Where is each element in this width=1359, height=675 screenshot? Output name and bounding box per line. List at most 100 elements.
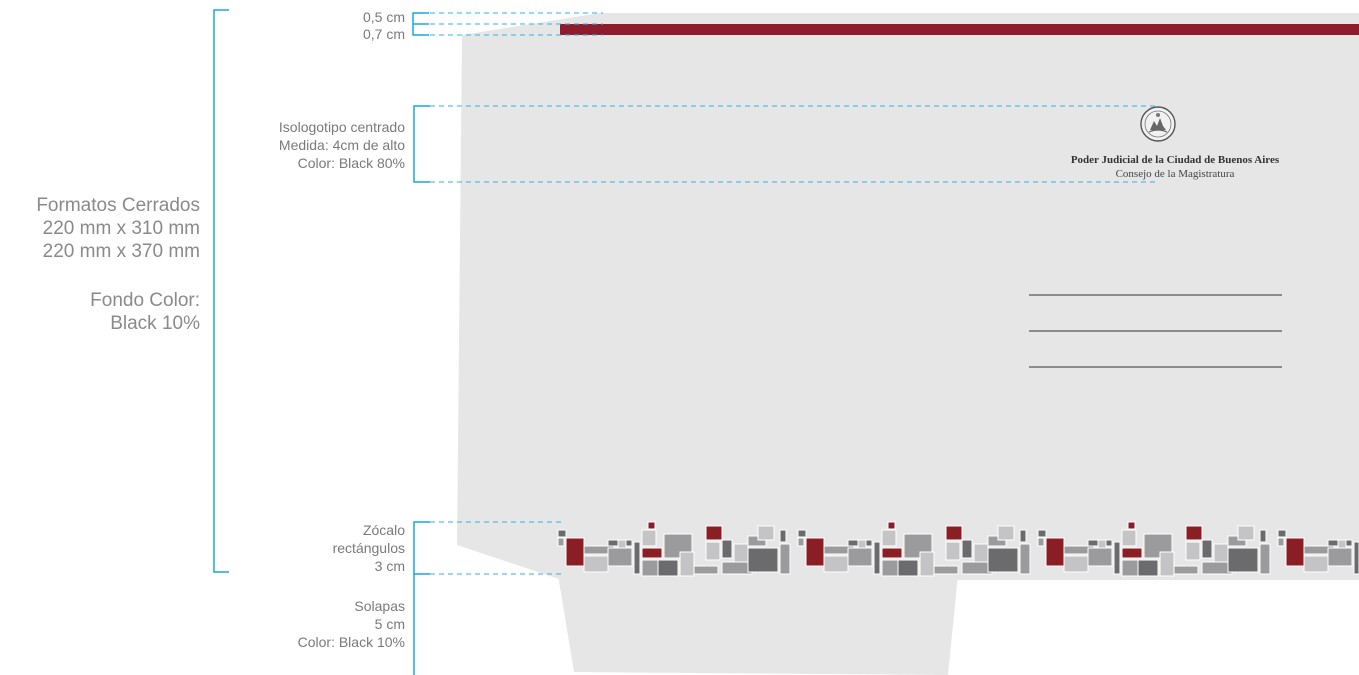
mosaic-tile [693,565,719,575]
city-seal-icon [1140,106,1176,142]
mosaic-tile [1127,521,1136,530]
mosaic-tile [1121,547,1143,559]
mosaic-tile [721,539,733,559]
mosaic-tile [705,525,723,541]
mosaic-tile [1285,537,1305,567]
formats-title: Formatos Cerrados [36,195,200,216]
logo-annotation-2: Medida: 4cm de alto [278,137,405,153]
logo-subtitle: Consejo de la Magistratura [1115,168,1235,180]
mosaic-tile [1259,543,1271,575]
format-2: 220 mm x 370 mm [42,241,200,262]
footer-annotation-1: Zócalo [362,522,405,538]
mosaic-tile [797,529,807,538]
mosaic-tile [1227,535,1247,547]
mosaic-tile [797,537,805,547]
mosaic-tile [657,559,679,577]
mosaic-tile [1227,547,1259,573]
mosaic-tile [1121,559,1139,577]
mosaic-tile [873,541,881,575]
mosaic-tile [987,547,1019,573]
mosaic-tile [1087,547,1113,567]
flaps-annotation-2: 5 cm [374,616,405,632]
folder-front [457,13,1359,580]
mosaic-tile [1159,551,1175,577]
mosaic-tile [1037,537,1045,547]
mosaic-tile [647,521,656,530]
mosaic-tile [1137,559,1159,577]
mosaic-tile [945,525,963,541]
mosaic-tile [1063,555,1089,573]
mosaic-tile [997,525,1015,541]
mosaic-tile [897,559,919,577]
mosaic-tile [679,551,695,577]
mosaic-tile [733,543,749,563]
mosaic-tile [607,547,633,567]
mosaic-tile [583,555,609,573]
mosaic-tile [887,521,896,530]
mosaic-tile [881,559,899,577]
mosaic-tile [1277,529,1287,538]
mosaic-tile [1327,547,1353,567]
footer-annotation-3: 3 cm [374,558,405,574]
mosaic-tile [823,555,849,573]
footer-mosaic [557,521,1359,577]
top-band [560,24,1359,35]
mosaic-tile [1045,537,1065,567]
margin-top-2: 0,7 cm [362,26,405,42]
mosaic-tile [987,535,1007,547]
mosaic-tile [1173,565,1199,575]
mosaic-tile [919,551,935,577]
mosaic-tile [1277,537,1285,547]
mosaic-tile [757,525,775,541]
mosaic-tile [557,537,565,547]
footer-bracket [413,521,430,575]
mosaic-tile [747,535,767,547]
footer-annotation-2: rectángulos [332,540,405,556]
mosaic-tile [641,559,659,577]
mosaic-tile [1185,525,1203,541]
mosaic-tile [565,537,585,567]
margin-top-1: 0,5 cm [362,9,405,25]
mosaic-tile [1237,525,1255,541]
format-1: 220 mm x 310 mm [42,218,200,239]
mosaic-tile [747,547,779,573]
mosaic-tile [847,547,873,567]
mosaic-tile [961,539,973,559]
mosaic-tile [881,547,903,559]
mosaic-tile [805,537,825,567]
mosaic-tile [641,547,663,559]
mosaic-tile [1213,543,1229,563]
mosaic-tile [1337,539,1347,549]
mosaic-tile [641,529,657,547]
mosaic-tile [1019,543,1031,575]
mosaic-tile [1019,529,1027,543]
mosaic-tile [973,543,989,563]
background-value: Black 10% [110,313,200,334]
flaps-annotation-3: Color: Black 10% [297,634,405,650]
mosaic-tile [1097,539,1107,549]
flaps-annotation-1: Solapas [354,598,405,614]
mosaic-tile [557,529,567,538]
logo-annotation-1: Isologotipo centrado [278,119,405,135]
mosaic-tile [779,529,787,543]
mosaic-tile [1303,555,1329,573]
logo-bracket [413,105,430,183]
mosaic-tile [1259,529,1267,543]
logo-annotation-3: Color: Black 80% [297,155,405,171]
format-bracket [213,9,229,573]
mosaic-tile [857,539,867,549]
mosaic-tile [705,541,721,561]
mosaic-tile [933,565,959,575]
mosaic-tile [1353,541,1359,575]
background-label: Fondo Color: [90,290,200,311]
mosaic-tile [945,541,961,561]
mosaic-tile [779,543,791,575]
mosaic-tile [881,529,897,547]
mosaic-tile [1037,529,1047,538]
folder-flap [558,575,958,675]
mosaic-tile [617,539,627,549]
mosaic-tile [633,541,641,575]
mosaic-tile [1201,539,1213,559]
mosaic-tile [1121,529,1137,547]
